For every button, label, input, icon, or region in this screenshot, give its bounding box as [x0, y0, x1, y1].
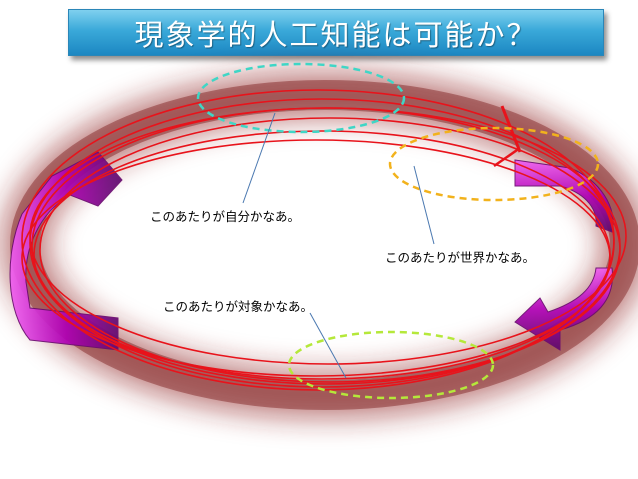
page-title: 現象学的人工知能は可能か？ — [134, 17, 538, 52]
world-region-ellipse — [388, 126, 600, 202]
object-region-ellipse — [287, 330, 495, 400]
world-label: このあたりが世界かなあ。 — [385, 250, 536, 265]
ring-4 — [39, 117, 621, 383]
ring-6 — [21, 139, 611, 377]
self-pointer-line — [242, 112, 276, 204]
cycle-arrow-right-bottom — [514, 267, 613, 351]
object-label: このあたりが対象かなあ。 — [163, 299, 314, 314]
ring-7 — [29, 107, 627, 365]
object-pointer-line — [309, 312, 347, 379]
self-region-ellipse — [196, 62, 406, 134]
world-pointer-line — [413, 165, 435, 245]
self-label: このあたりが自分かなあ。 — [150, 209, 301, 224]
title-banner: 現象学的人工知能は可能か？ — [68, 9, 604, 56]
ring-stack — [21, 89, 627, 391]
